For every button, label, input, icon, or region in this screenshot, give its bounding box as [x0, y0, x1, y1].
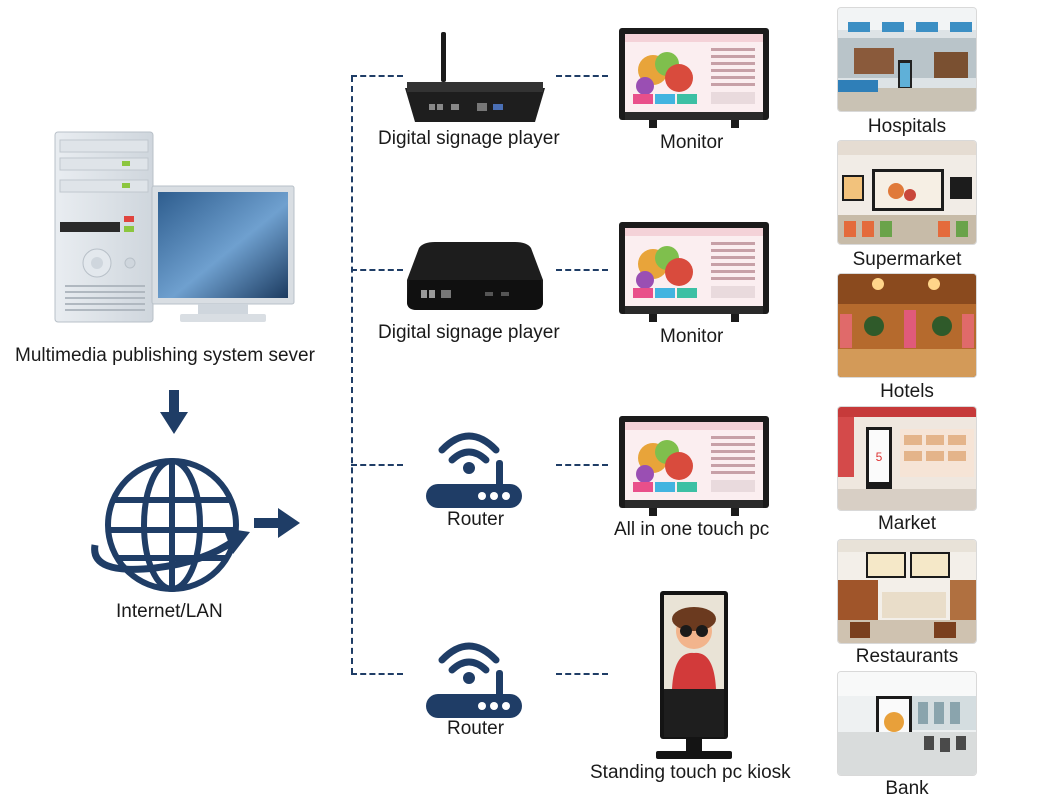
connector-branch-2 [351, 269, 403, 271]
place-label-bank: Bank [885, 778, 929, 799]
kiosk-icon [652, 591, 736, 761]
place-label-hotels: Hotels [880, 381, 934, 402]
router-icon [424, 422, 524, 512]
hotels-photo [838, 274, 976, 377]
display-label-4: Standing touch pc kiosk [590, 762, 791, 783]
place-label-restaurants: Restaurants [855, 646, 959, 667]
device-label-2: Digital signage player [378, 322, 560, 343]
market-photo: 5 [838, 407, 976, 510]
place-label-market: Market [877, 513, 937, 534]
router-icon [424, 632, 524, 722]
connector-branch-1 [351, 75, 403, 77]
restaurants-photo [838, 540, 976, 643]
device-label-3: Router [447, 509, 505, 530]
server-computer-icon [50, 128, 300, 328]
display-label-2: Monitor [660, 326, 724, 347]
globe-icon [85, 450, 260, 600]
connector-device-1 [556, 75, 608, 77]
bank-photo [838, 672, 976, 775]
connector-device-2 [556, 269, 608, 271]
server-label: Multimedia publishing system sever [15, 345, 315, 366]
signage-player-antenna-icon [395, 30, 555, 125]
display-label-1: Monitor [660, 132, 724, 153]
supermarket-photo [838, 141, 976, 244]
arrow-right-icon [254, 508, 300, 538]
hospitals-photo [838, 8, 976, 111]
arrow-down-icon [160, 390, 188, 436]
svg-text:5: 5 [876, 450, 883, 464]
place-label-hospitals: Hospitals [867, 116, 947, 137]
device-label-4: Router [447, 718, 505, 739]
place-label-supermarket: Supermarket [852, 249, 962, 270]
monitor-1-icon [619, 28, 769, 128]
connector-branch-3 [351, 464, 403, 466]
connector-device-3 [556, 464, 608, 466]
touch-pc-icon [619, 416, 769, 516]
connector-trunk [351, 76, 353, 674]
display-label-3: All in one touch pc [614, 519, 770, 540]
device-label-1: Digital signage player [378, 128, 560, 149]
network-label: Internet/LAN [116, 601, 223, 622]
monitor-2-icon [619, 222, 769, 322]
connector-device-4 [556, 673, 608, 675]
signage-player-box-icon [405, 240, 545, 315]
connector-branch-4 [351, 673, 403, 675]
